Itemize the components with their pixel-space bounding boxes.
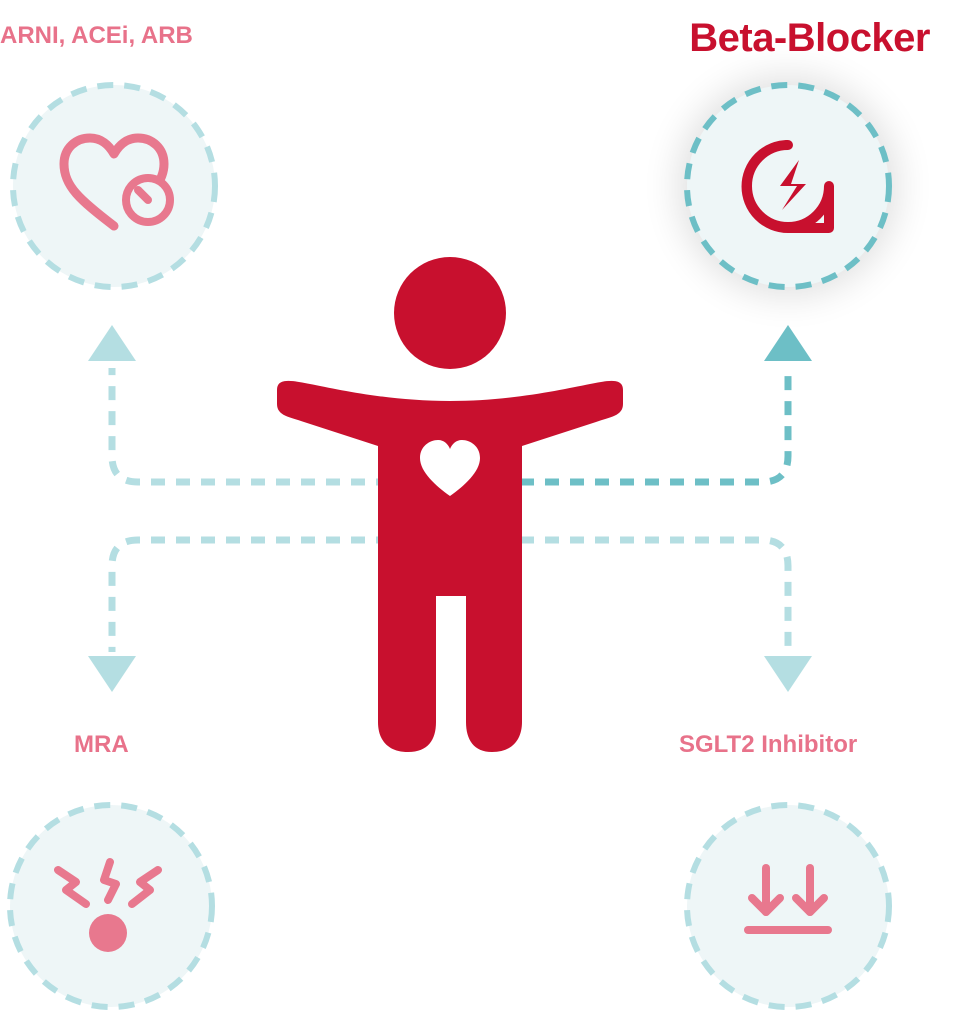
- person-with-heart-icon: [277, 257, 623, 752]
- node-sglt2: [684, 802, 892, 1010]
- arrow-up-beta: [764, 325, 812, 361]
- node-mra: [7, 802, 215, 1010]
- heart-gauge-icon: [59, 133, 174, 231]
- lightning-dot-icon: [54, 858, 162, 908]
- arrow-down-mra: [88, 656, 136, 692]
- connector-beta: [520, 368, 792, 486]
- heart-icon: [420, 440, 480, 496]
- node-beta: [678, 76, 898, 296]
- connector-arni: [108, 368, 440, 486]
- node-arni: [10, 82, 218, 290]
- arrow-down-sglt2: [764, 656, 812, 692]
- lightning-bubble-icon: [741, 140, 834, 233]
- connector-sglt2: [520, 536, 792, 652]
- label-sglt2-inhibitor: SGLT2 Inhibitor: [679, 731, 858, 758]
- label-beta-blocker: Beta-Blocker: [689, 16, 930, 60]
- connector-mra: [108, 536, 440, 652]
- label-mra: MRA: [74, 731, 129, 758]
- arrow-up-arni: [88, 325, 136, 361]
- arrows-down-bar-icon: [744, 864, 832, 934]
- label-arni-acei-arb: ARNI, ACEi, ARB: [0, 22, 193, 49]
